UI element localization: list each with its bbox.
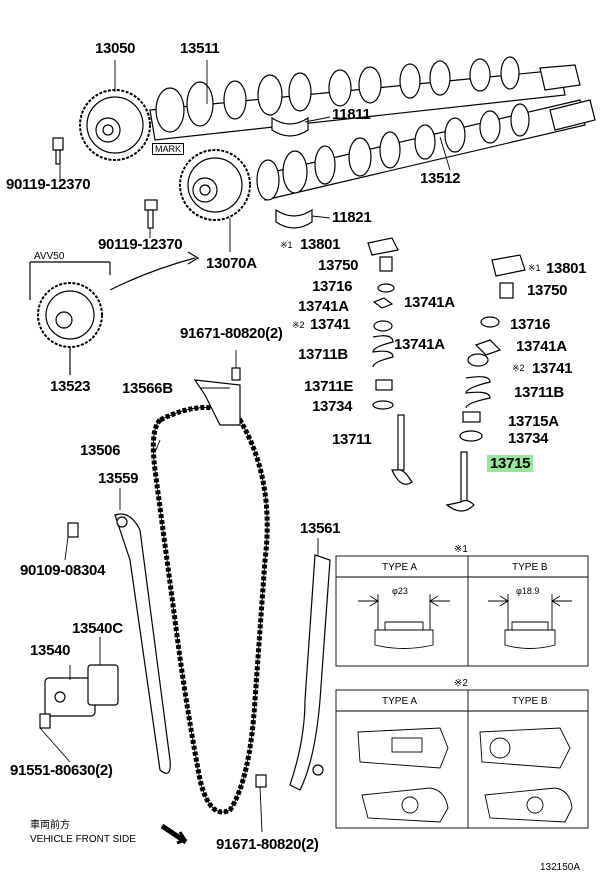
bolt-91671-a bbox=[231, 367, 241, 381]
bolt-91551 bbox=[39, 713, 51, 729]
note-mark-1-right: ※1 bbox=[528, 263, 541, 273]
avv50-label: AVV50 bbox=[34, 251, 65, 262]
callout-13741-right[interactable]: 13741 bbox=[532, 360, 573, 377]
table2-type-b: TYPE B bbox=[512, 696, 548, 707]
table2-type-a: TYPE A bbox=[382, 696, 418, 707]
callout-90119-lower[interactable]: 90119-12370 bbox=[98, 236, 183, 253]
damper-13566b bbox=[193, 379, 241, 426]
table1-type-a: TYPE A bbox=[382, 562, 418, 573]
vvt-sprocket-13070a bbox=[179, 149, 251, 221]
inset-table-2-lines bbox=[335, 689, 589, 829]
bolt-90119-lower bbox=[144, 199, 158, 229]
callout-13050[interactable]: 13050 bbox=[95, 40, 136, 57]
sprocket-13523 bbox=[29, 251, 200, 375]
callout-13716-left[interactable]: 13716 bbox=[312, 278, 353, 295]
valve-stack-right bbox=[445, 254, 526, 512]
callout-91671-upper[interactable]: 91671-80820(2) bbox=[180, 325, 283, 342]
camshaft-upper bbox=[149, 56, 581, 141]
callout-13801-left[interactable]: 13801 bbox=[300, 236, 341, 253]
bolt-90109 bbox=[67, 522, 79, 538]
callout-13561[interactable]: 13561 bbox=[300, 520, 341, 537]
callout-13741-left[interactable]: 13741 bbox=[310, 316, 351, 333]
timing-chain-13506 bbox=[150, 405, 270, 815]
valve-stack-left bbox=[367, 237, 413, 485]
slipper-13559 bbox=[114, 513, 171, 774]
callout-13715a[interactable]: 13715A bbox=[508, 413, 559, 430]
callout-13715-selected[interactable]: 13715 bbox=[487, 455, 534, 472]
note-mark-1-left: ※1 bbox=[280, 240, 293, 250]
callout-91551[interactable]: 91551-80630(2) bbox=[10, 762, 113, 779]
camshaft-lower bbox=[256, 99, 596, 201]
callout-13566b[interactable]: 13566B bbox=[122, 380, 173, 397]
callout-13734-right[interactable]: 13734 bbox=[508, 430, 549, 447]
callout-91671-lower[interactable]: 91671-80820(2) bbox=[216, 836, 319, 853]
bolt-91671-b bbox=[255, 774, 267, 788]
callout-13512[interactable]: 13512 bbox=[420, 170, 461, 187]
bolt-90119-upper bbox=[52, 137, 64, 165]
callout-13711b-left[interactable]: 13711B bbox=[298, 346, 348, 363]
tensioner-13540 bbox=[44, 664, 119, 717]
callout-90109[interactable]: 90109-08304 bbox=[20, 562, 106, 579]
callout-13716-right[interactable]: 13716 bbox=[510, 316, 551, 333]
callout-13734-left[interactable]: 13734 bbox=[312, 398, 353, 415]
vvt-sprocket-13050 bbox=[79, 89, 151, 161]
callout-13750-right[interactable]: 13750 bbox=[527, 282, 568, 299]
table1-dim-b: φ18.9 bbox=[516, 586, 540, 596]
front-arrow-shaft bbox=[160, 823, 188, 845]
callout-13559[interactable]: 13559 bbox=[98, 470, 139, 487]
callout-13801-right[interactable]: 13801 bbox=[546, 260, 587, 277]
callout-11821[interactable]: 11821 bbox=[332, 209, 372, 226]
callout-13540[interactable]: 13540 bbox=[30, 642, 71, 659]
callout-13741a-left-1[interactable]: 13741A bbox=[298, 298, 349, 315]
inset-table-1-lines bbox=[335, 555, 589, 667]
callout-13506[interactable]: 13506 bbox=[80, 442, 121, 459]
vehicle-front-jp: 車両前方 bbox=[30, 820, 70, 831]
table2-note: ※2 bbox=[454, 678, 468, 689]
callout-90119-upper[interactable]: 90119-12370 bbox=[6, 176, 91, 193]
callout-13523[interactable]: 13523 bbox=[50, 378, 91, 395]
callout-13750-left[interactable]: 13750 bbox=[318, 257, 359, 274]
callout-13711e[interactable]: 13711E bbox=[304, 378, 354, 395]
leader-lines bbox=[39, 60, 451, 833]
mark-label: MARK bbox=[152, 143, 185, 155]
vehicle-front-en: VEHICLE FRONT SIDE bbox=[30, 834, 136, 845]
note-mark-2-left: ※2 bbox=[292, 320, 305, 330]
callout-13711b-right[interactable]: 13711B bbox=[514, 384, 564, 401]
table1-type-b: TYPE B bbox=[512, 562, 548, 573]
guide-13561 bbox=[289, 554, 331, 791]
callout-13741a-right-2[interactable]: 13741A bbox=[516, 338, 567, 355]
table1-dim-a: φ23 bbox=[392, 586, 408, 596]
callout-11811[interactable]: 11811 bbox=[332, 106, 371, 123]
bearing-11811 bbox=[271, 116, 309, 137]
diagram-code: 132150A bbox=[540, 862, 581, 873]
table1-note: ※1 bbox=[454, 544, 468, 555]
callout-13741a-left-2[interactable]: 13741A bbox=[404, 294, 455, 311]
callout-13511[interactable]: 13511 bbox=[180, 40, 220, 57]
callout-13741a-right-1[interactable]: 13741A bbox=[394, 336, 445, 353]
bearing-11821 bbox=[275, 208, 313, 229]
note-mark-2-right: ※2 bbox=[512, 363, 525, 373]
callout-13070a[interactable]: 13070A bbox=[206, 255, 257, 272]
callout-13711[interactable]: 13711 bbox=[332, 431, 372, 448]
callout-13540c[interactable]: 13540C bbox=[72, 620, 123, 637]
